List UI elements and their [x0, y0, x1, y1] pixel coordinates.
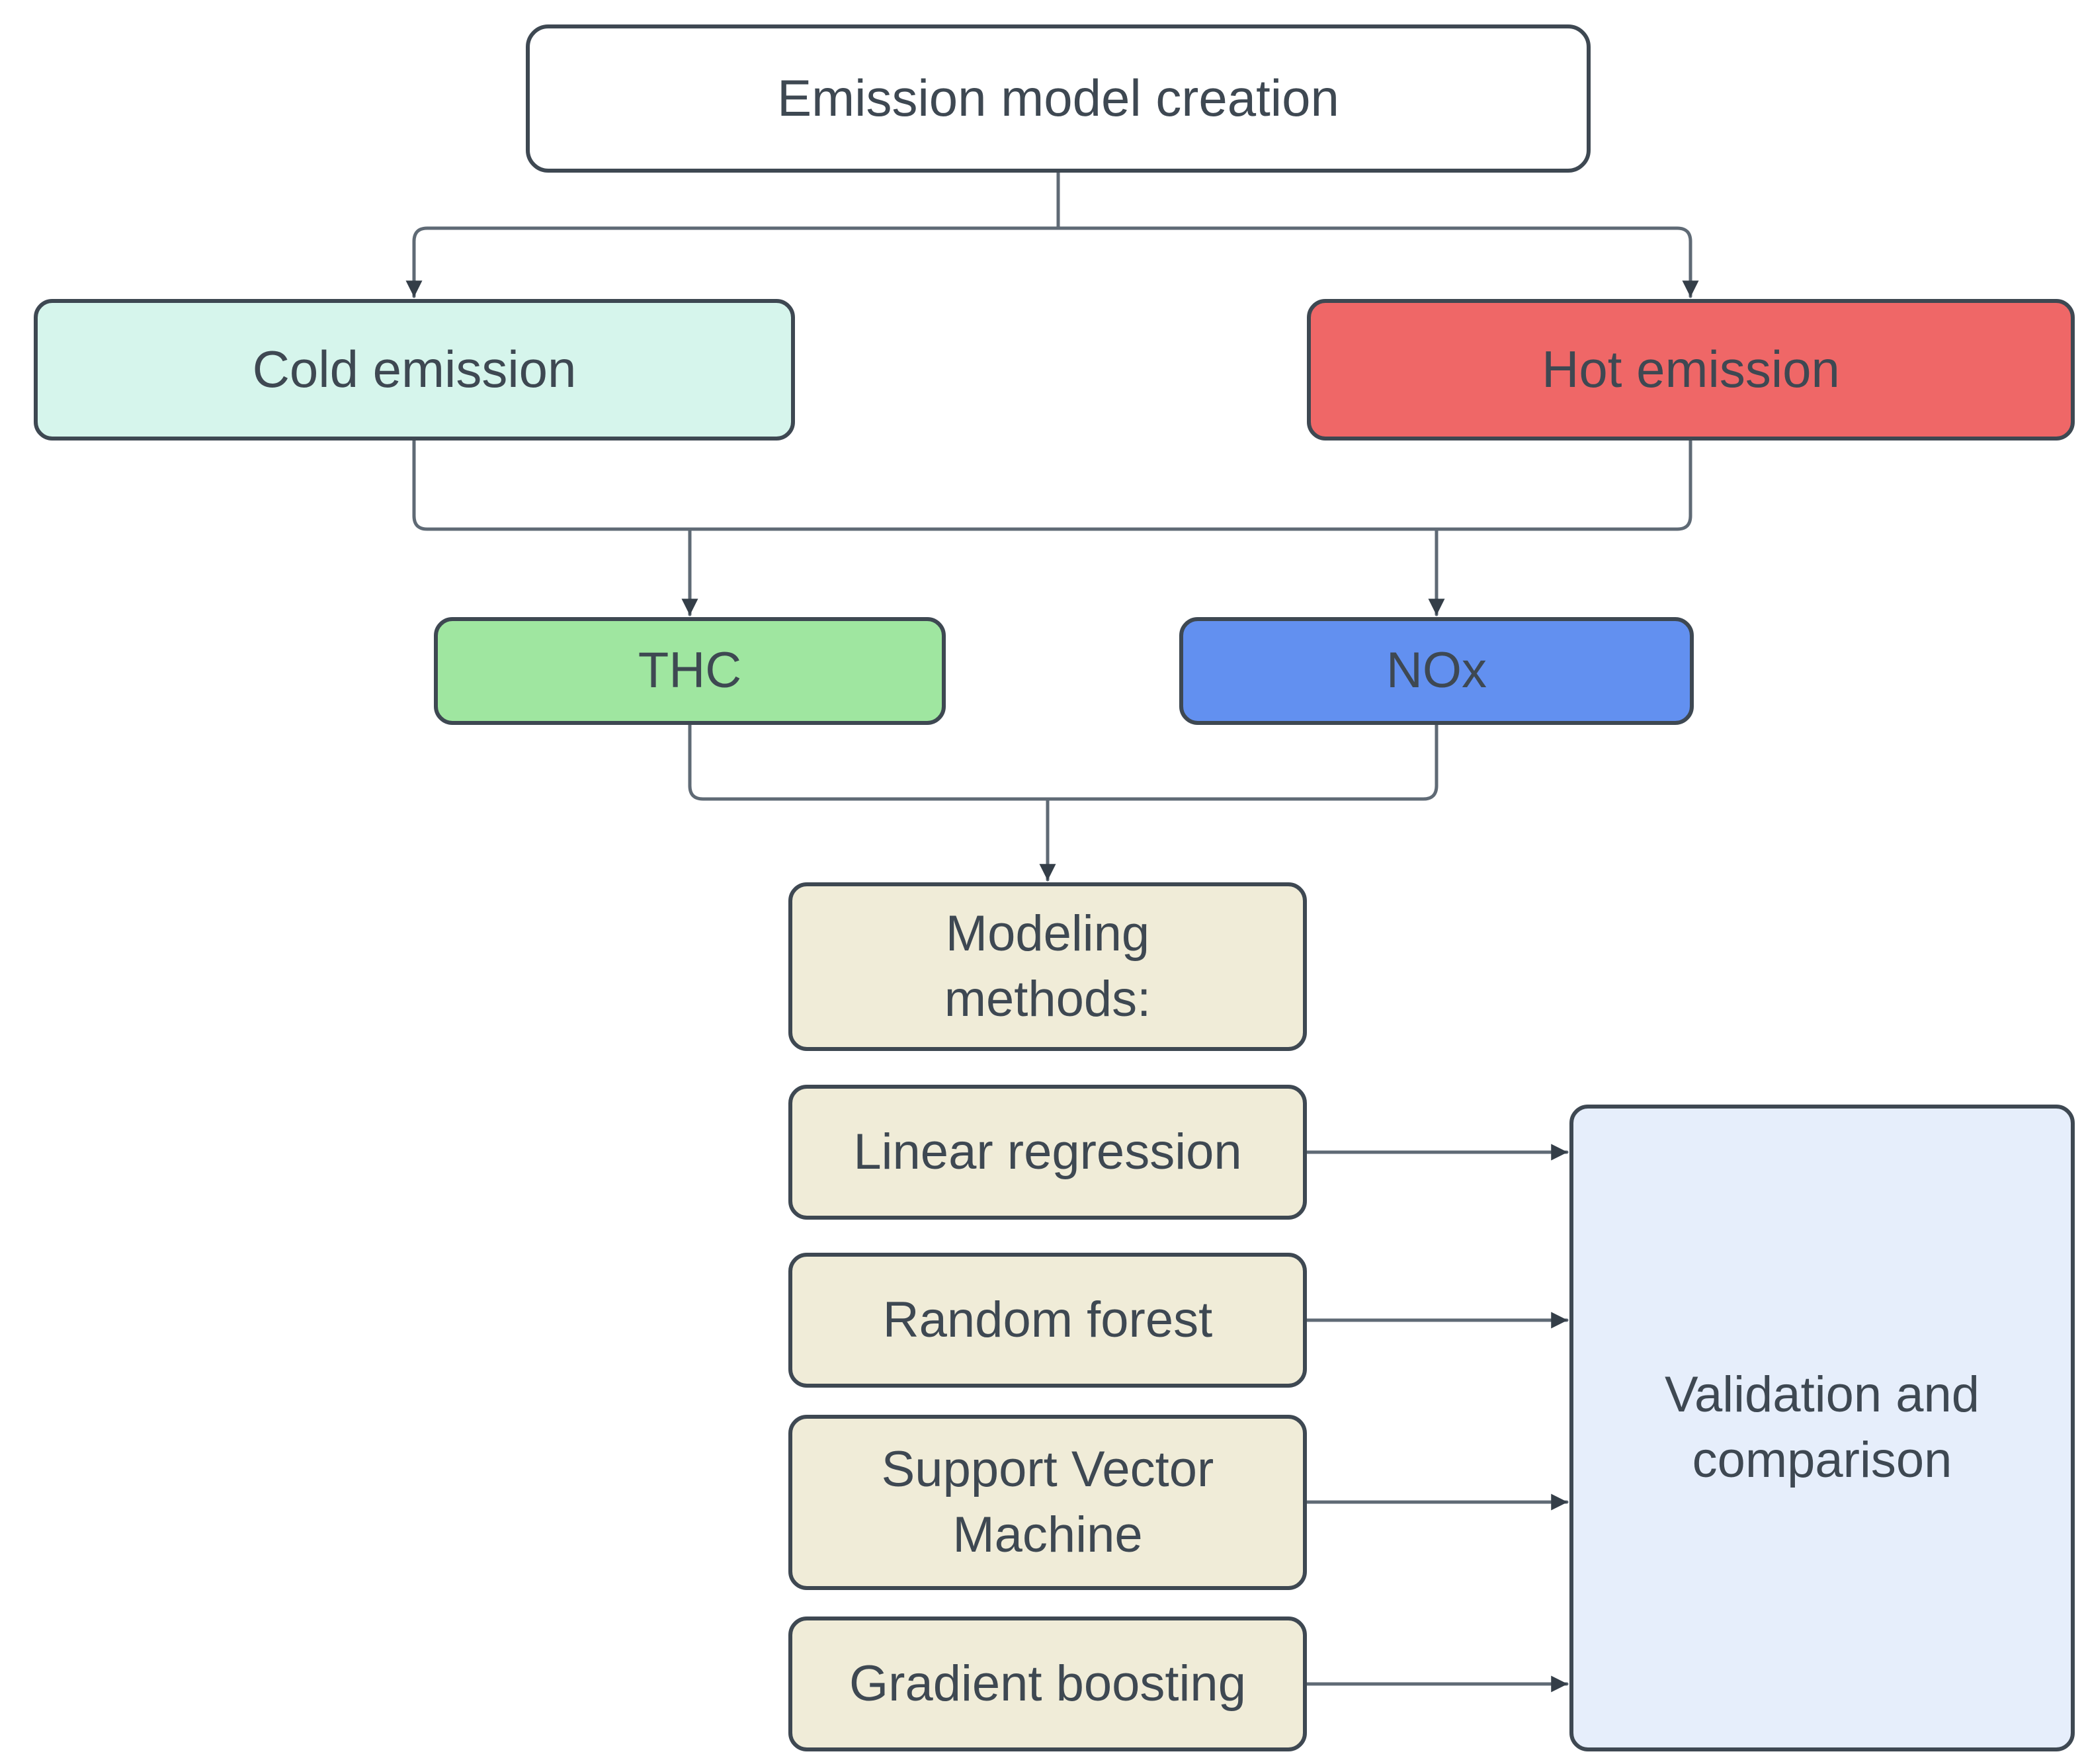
- node-random-forest: Random forest: [788, 1253, 1307, 1388]
- node-support-vector-machine-label: Support Vector Machine: [881, 1441, 1214, 1563]
- edge-thcnox-bus: [688, 723, 1438, 801]
- node-nox-label: NOx: [1386, 642, 1487, 699]
- node-linear-regression: Linear regression: [788, 1085, 1307, 1220]
- node-emission-model-creation: Emission model creation: [526, 24, 1591, 173]
- edge-root-cold: [405, 226, 1060, 298]
- node-gradient-boosting-label: Gradient boosting: [849, 1655, 1246, 1712]
- node-cold-emission-label: Cold emission: [252, 340, 577, 399]
- node-hot-emission-label: Hot emission: [1542, 340, 1840, 399]
- node-validation-and-comparison-label: Validation and comparison: [1664, 1366, 1980, 1488]
- node-support-vector-machine: Support Vector Machine: [788, 1415, 1307, 1590]
- node-random-forest-label: Random forest: [882, 1291, 1213, 1348]
- node-validation-and-comparison: Validation and comparison: [1569, 1105, 2075, 1751]
- node-linear-regression-label: Linear regression: [853, 1123, 1242, 1180]
- node-modeling-methods: Modeling methods:: [788, 882, 1307, 1051]
- node-cold-emission: Cold emission: [34, 299, 795, 441]
- node-gradient-boosting: Gradient boosting: [788, 1617, 1307, 1751]
- node-modeling-methods-label: Modeling methods:: [944, 905, 1151, 1027]
- node-thc: THC: [434, 617, 946, 725]
- edge-coldhot-bus: [412, 439, 1692, 531]
- edge-root-hot: [1056, 226, 1699, 298]
- node-nox: NOx: [1179, 617, 1694, 725]
- node-emission-model-creation-label: Emission model creation: [777, 69, 1339, 128]
- node-thc-label: THC: [638, 642, 742, 699]
- node-hot-emission: Hot emission: [1307, 299, 2075, 441]
